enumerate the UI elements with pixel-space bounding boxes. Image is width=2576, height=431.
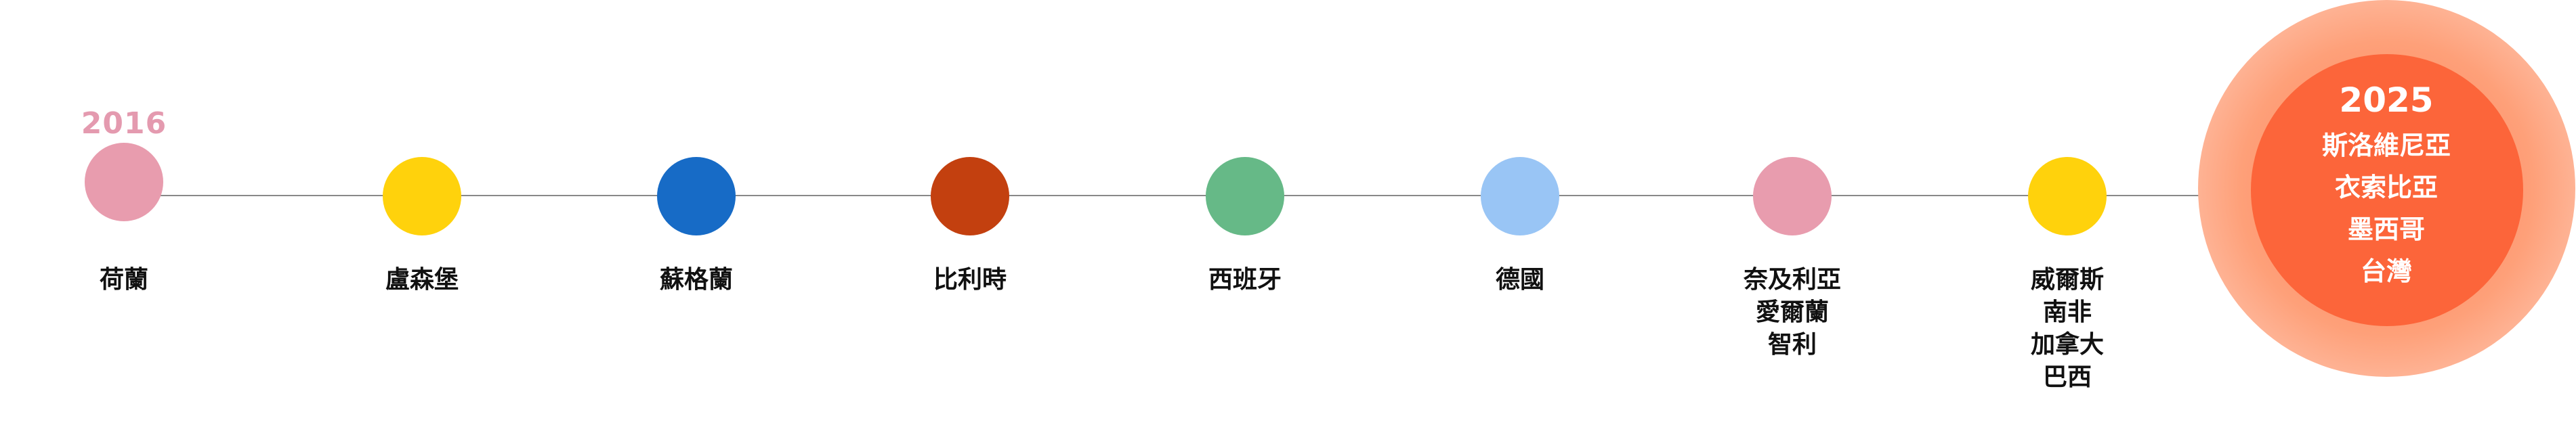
final-country-label: 台灣: [2360, 256, 2413, 286]
country-name: 盧森堡: [385, 266, 459, 294]
timeline-node-label: 比利時: [933, 264, 1007, 296]
country-name: 南非: [2042, 298, 2092, 326]
timeline-node-label: 德國: [1496, 264, 1544, 296]
country-name: 加拿大: [2030, 331, 2105, 359]
timeline-node-dot: [1481, 157, 1559, 235]
timeline-node-label: 西班牙: [1208, 264, 1282, 296]
country-name: 比利時: [933, 266, 1007, 294]
country-name: 智利: [1767, 331, 1817, 359]
country-name: 愛爾蘭: [1755, 298, 1830, 326]
country-name: 西班牙: [1208, 266, 1282, 294]
timeline-node-label: 威爾斯南非加拿大巴西: [2031, 264, 2104, 394]
timeline-node-label: 盧森堡: [385, 264, 459, 296]
timeline-node-label: 蘇格蘭: [660, 264, 733, 296]
final-country-label: 斯洛維尼亞: [2321, 131, 2451, 160]
final-milestone-text: 2025 斯洛維尼亞 衣索比亞 墨西哥 台灣: [2322, 80, 2451, 292]
country-name: 德國: [1495, 266, 1545, 294]
end-year-label: 2025: [2339, 81, 2434, 120]
timeline-node-dot: [657, 157, 736, 235]
country-name: 奈及利亞: [1743, 266, 1842, 294]
country-name: 荷蘭: [99, 266, 149, 294]
timeline-node-dot: [2028, 157, 2107, 235]
timeline-node-label: 荷蘭: [100, 264, 148, 296]
final-milestone-inner-circle: [2251, 54, 2523, 326]
country-name: 威爾斯: [2030, 266, 2105, 294]
start-year-label: 2016: [81, 106, 167, 141]
timeline-node-dot: [1753, 157, 1832, 235]
final-country-label: 墨西哥: [2347, 214, 2426, 244]
timeline-node-dot: [85, 143, 163, 221]
timeline-node-dot: [1206, 157, 1284, 235]
timeline-node-dot: [383, 157, 461, 235]
country-name: 蘇格蘭: [659, 266, 734, 294]
timeline-node-label: 奈及利亞愛爾蘭智利: [1744, 264, 1841, 361]
country-name: 巴西: [2042, 363, 2092, 391]
final-country-label: 衣索比亞: [2334, 173, 2438, 202]
timeline-node-dot: [931, 157, 1009, 235]
